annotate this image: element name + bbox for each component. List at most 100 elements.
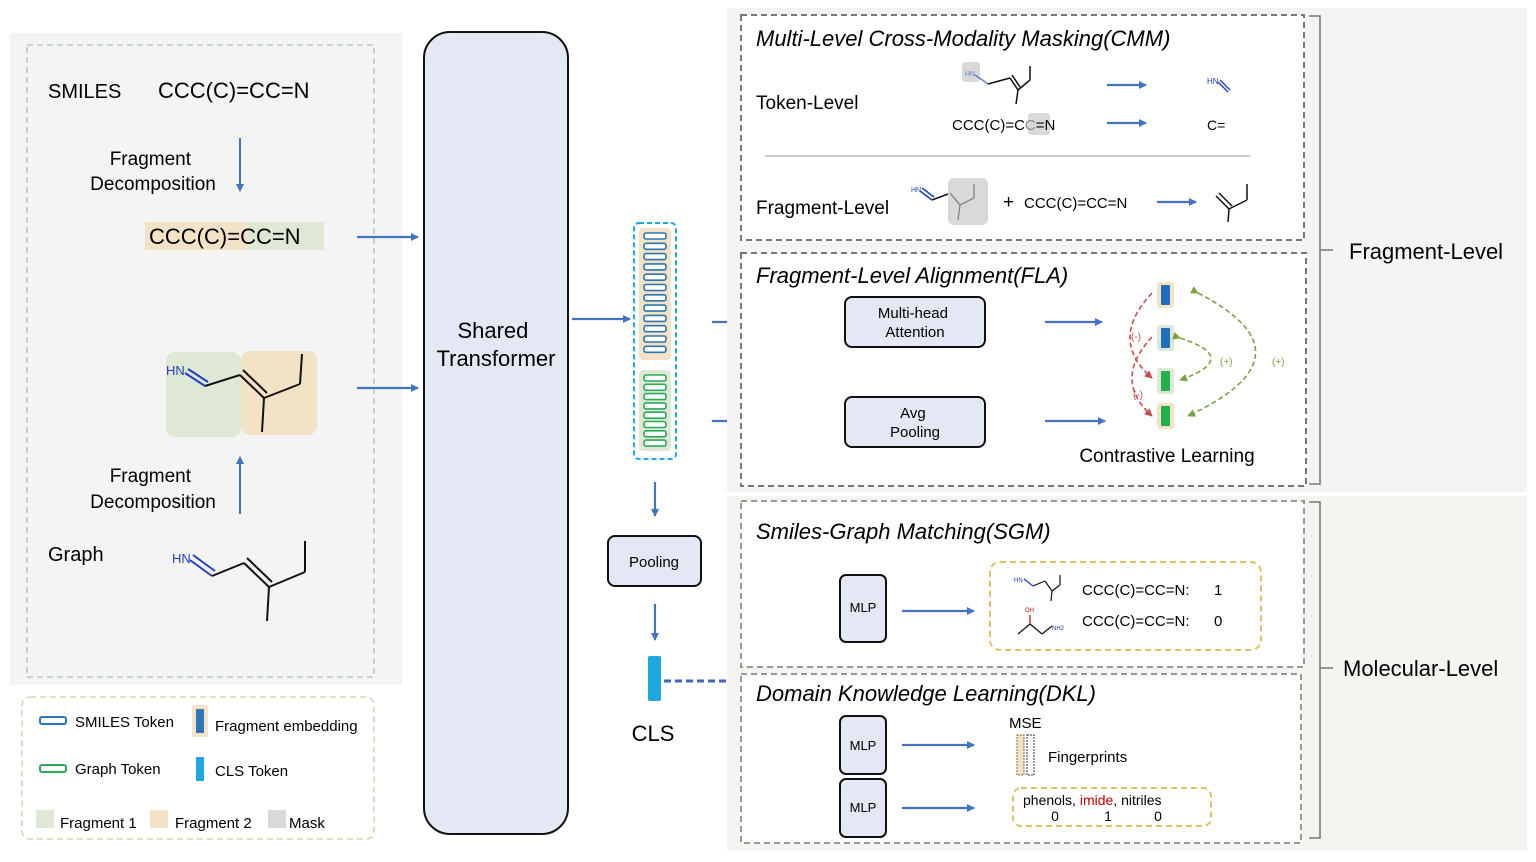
smiles-token: [643, 263, 667, 271]
avg-pooling-label: Avg Pooling: [890, 405, 940, 441]
token-level-output-atom: HN: [1207, 77, 1219, 86]
legend-fragment-embedding-swatch: [196, 709, 204, 733]
smiles-fragment-1-text: CCC(C)=: [149, 224, 240, 249]
fragment-decomposition-top-line-2: Decomposition: [90, 174, 216, 195]
group-imide: imide: [1080, 792, 1114, 808]
token-level-mask-on-graph: [962, 62, 980, 82]
functional-groups-frame: [1012, 787, 1212, 827]
fragment-embedding-3: [1161, 371, 1170, 391]
token-level-masked-graph: [974, 66, 1031, 105]
group-nitriles: nitriles: [1121, 792, 1161, 808]
smiles-fragment-1-highlight: [247, 222, 324, 250]
dkl-mlp-label-2: MLP: [850, 800, 877, 815]
multi-head-attention-line-1: Multi-head: [878, 305, 948, 322]
fla-title: Fragment-Level Alignment(FLA): [756, 263, 1068, 288]
graph-token: [643, 383, 667, 392]
cls-token-bar: [648, 656, 661, 701]
sgm-negative-graph: [1017, 615, 1053, 635]
token-level-smiles-part-1: CCC(C)=C: [952, 117, 1025, 134]
sgm-row-2-value: 0: [1214, 613, 1222, 630]
graph-token: [643, 411, 667, 420]
fragment-decomposition-bottom-line-2: Decomposition: [90, 492, 216, 513]
negative-pair-curves: [1129, 292, 1153, 417]
smiles-token: [643, 314, 667, 323]
dkl-mlp-box-2: [839, 778, 887, 838]
positive-pair-curves: [1172, 286, 1257, 417]
token-level-mask-on-smiles: [1028, 113, 1050, 135]
fragment-level-masked-part: [949, 184, 975, 221]
input-atom-hn: HN: [172, 551, 191, 566]
legend-fragment-1-label: Fragment 1: [60, 815, 137, 832]
legend-fragment-1-swatch: [36, 810, 54, 828]
graph-token: [643, 402, 667, 410]
fragment-level-side-label: Fragment-Level: [1349, 239, 1503, 264]
shared-transformer-label: Shared Transformer: [437, 318, 556, 371]
multi-head-attention-label: Multi-head Attention: [878, 305, 952, 341]
positive-label-2: (+): [1272, 357, 1285, 368]
legend-smiles-token-swatch: [39, 716, 67, 725]
fragment-embedding-1: [1161, 285, 1170, 305]
fragment-level-output-graph: [1215, 184, 1248, 223]
positive-label-1: (+): [1220, 357, 1233, 368]
smiles-fragment-2-text: CC=N: [240, 224, 301, 249]
group-phenols: phenols: [1023, 792, 1072, 808]
fragment-decomposition-bottom: Fragment Decomposition: [90, 466, 216, 513]
smiles-token: [643, 304, 667, 312]
contrastive-learning-label: Contrastive Learning: [1079, 446, 1254, 467]
fingerprint-vector-1: [1016, 734, 1025, 776]
fragment-level-masked-graph: [919, 187, 949, 201]
graph-token: [643, 429, 667, 438]
fragmented-molecule-graph: [184, 353, 303, 433]
legend-fragment-2-swatch: [150, 810, 168, 828]
sgm-mlp-label: MLP: [850, 600, 877, 615]
avg-pooling-line-2: Pooling: [890, 424, 940, 441]
sgm-mlp-box: [839, 574, 887, 643]
fragment-decomposition-bottom-line-1: Fragment: [110, 466, 192, 487]
graph-token: [643, 392, 667, 401]
smiles-token: [643, 242, 667, 251]
sgm-negative-atom-oh: OH: [1025, 608, 1034, 614]
input-molecule-graph: [189, 541, 306, 622]
fragment-decomposition-top-line-1: Fragment: [110, 149, 192, 170]
legend-cls-token-swatch: [196, 757, 204, 781]
cls-label: CLS: [632, 721, 675, 746]
fragmented-atom-hn: HN: [166, 363, 185, 378]
legend-cls-token-label: CLS Token: [215, 763, 288, 780]
smiles-token: [643, 252, 667, 261]
smiles-string: CCC(C)=CC=N: [158, 78, 310, 103]
cmm-title: Multi-Level Cross-Modality Masking(CMM): [756, 26, 1170, 51]
sgm-row-2-smiles: CCC(C)=CC=N:: [1082, 613, 1190, 630]
dkl-title: Domain Knowledge Learning(DKL): [756, 681, 1096, 706]
token-level-label: Token-Level: [756, 93, 858, 114]
multi-head-attention-line-2: Attention: [885, 324, 944, 341]
functional-groups-text: phenols, imide, nitriles: [1023, 792, 1162, 808]
fragment-embedding-2: [1161, 328, 1170, 348]
legend-mask-swatch: [268, 810, 286, 828]
cmm-frame: [740, 14, 1305, 241]
fragment-embedding-4: [1161, 406, 1170, 426]
legend-graph-token-label: Graph Token: [75, 761, 161, 778]
smiles-token: [643, 345, 667, 354]
graph-token: [643, 439, 667, 447]
token-level-smiles-masked-part: C: [1025, 117, 1036, 134]
sgm-positive-atom: HN: [1014, 578, 1023, 584]
pooling-label: Pooling: [629, 554, 679, 571]
smiles-token: [643, 273, 667, 282]
legend-graph-token-swatch: [39, 764, 67, 773]
fingerprint-vector-2: [1026, 734, 1035, 776]
smiles-token: [643, 335, 667, 343]
sgm-title: Smiles-Graph Matching(SGM): [756, 519, 1051, 544]
legend-fragment-2-label: Fragment 2: [175, 815, 252, 832]
negative-label-2: (-): [1133, 390, 1143, 401]
fragment-level-label: Fragment-Level: [756, 198, 889, 219]
negative-label-1: (-): [1131, 332, 1141, 343]
molecular-level-side-label: Molecular-Level: [1343, 656, 1498, 681]
shared-transformer-label-line-2: Transformer: [437, 346, 556, 371]
fragment-decomposition-top: Fragment Decomposition: [90, 149, 216, 195]
fragment-level-atom-hn: HN: [911, 187, 921, 194]
legend-frame: [21, 696, 375, 840]
shared-transformer-block: [423, 31, 569, 835]
dkl-mlp-label-1: MLP: [850, 738, 877, 753]
dkl-mlp-box-1: [839, 715, 887, 775]
sgm-row-1-smiles: CCC(C)=CC=N:: [1082, 582, 1190, 599]
